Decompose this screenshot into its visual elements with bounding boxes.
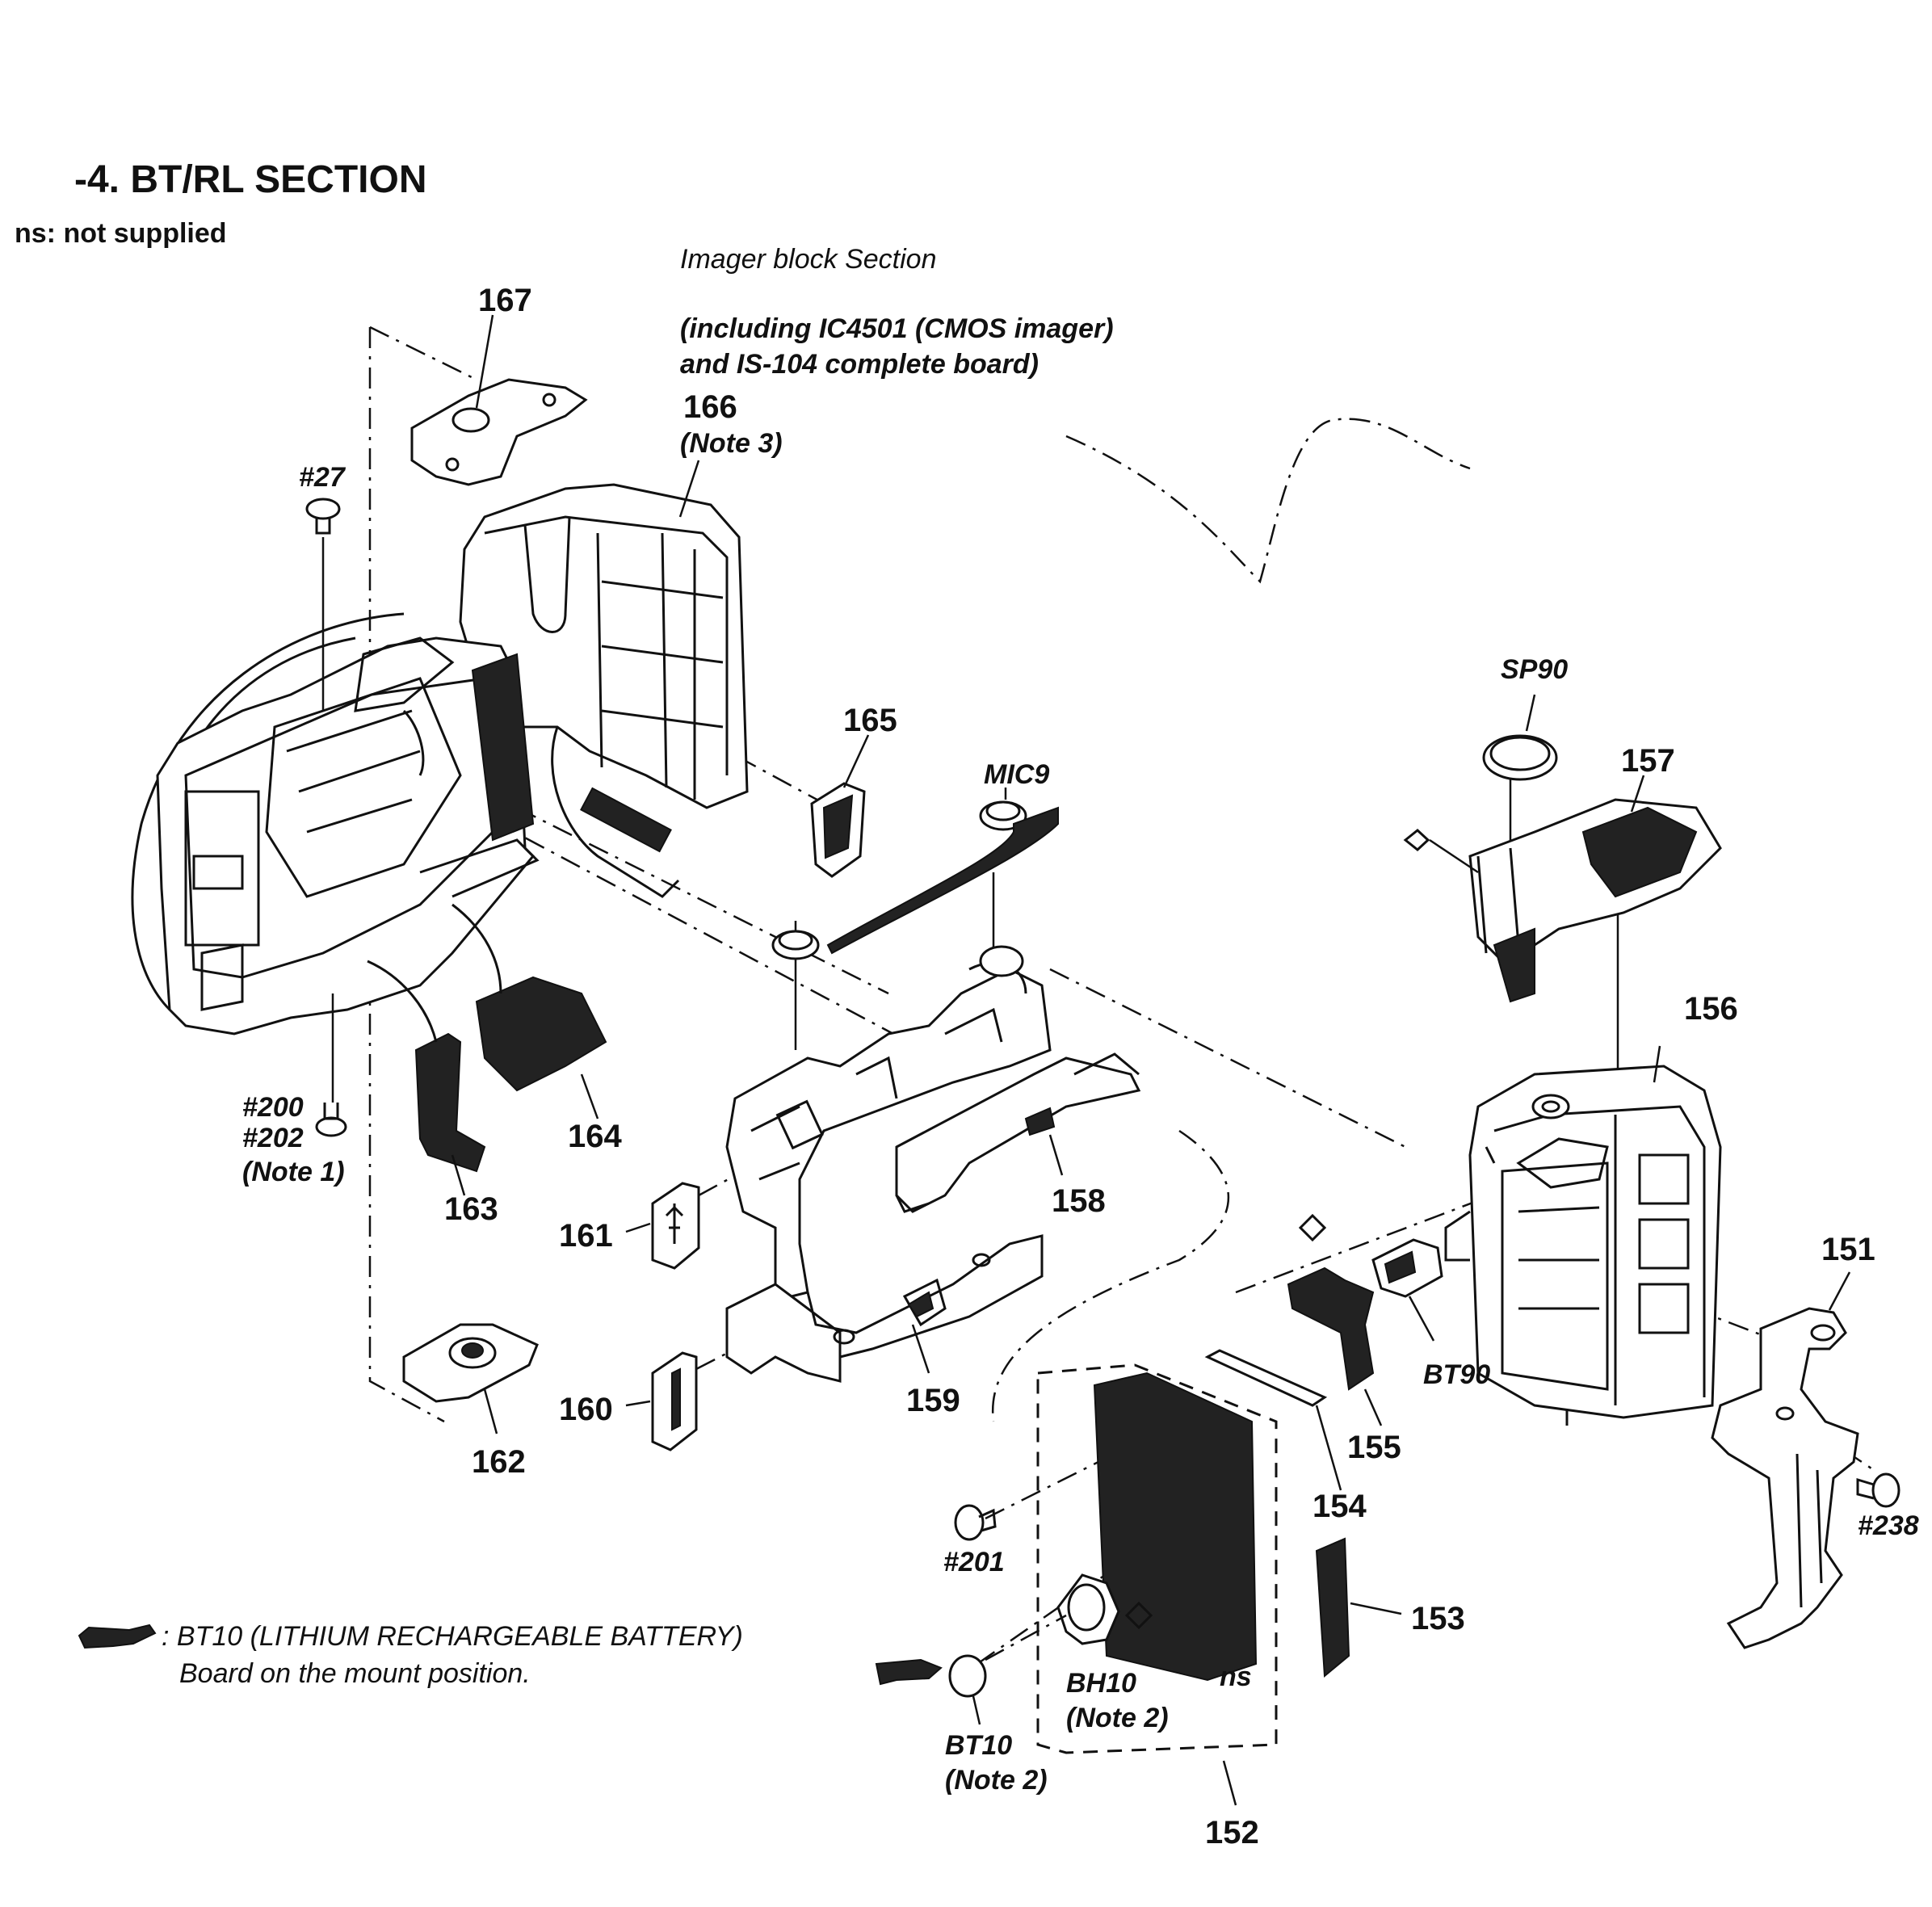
part-157	[1403, 775, 1722, 1003]
imager-caption-line1: Imager block Section	[680, 244, 937, 275]
label-ns: ns	[1220, 1661, 1252, 1692]
label-167: 167	[478, 283, 532, 318]
mic9-microphone	[771, 788, 1059, 960]
label-bt10: BT10	[945, 1730, 1012, 1761]
label-157: 157	[1621, 743, 1675, 779]
screw-27	[305, 498, 341, 711]
label-166-note3: (Note 3)	[680, 428, 783, 459]
bt10-battery	[875, 1614, 1067, 1725]
label-bt90: BT90	[1423, 1359, 1490, 1390]
label-158: 158	[1052, 1183, 1106, 1219]
part-153	[1315, 1537, 1402, 1678]
part-151-bracket	[1711, 1271, 1859, 1649]
label-screw-27: #27	[299, 462, 346, 493]
part-160	[625, 1339, 752, 1451]
label-screw-201: #201	[943, 1547, 1005, 1577]
label-bt10-note2: (Note 2)	[945, 1765, 1048, 1796]
label-154: 154	[1312, 1489, 1367, 1524]
part-161-usb-cover	[625, 1170, 744, 1270]
label-152: 152	[1205, 1815, 1259, 1850]
part-164	[452, 903, 607, 1119]
imager-caption-line3: and IS-104 complete board)	[680, 349, 1039, 380]
part-155	[1287, 1213, 1383, 1426]
section-title: -4. BT/RL SECTION	[74, 158, 426, 201]
label-note1: (Note 1)	[242, 1157, 345, 1187]
label-bh10-note2: (Note 2)	[1066, 1703, 1169, 1733]
label-164: 164	[568, 1119, 622, 1154]
part-167	[410, 314, 588, 486]
sp90-speaker	[1482, 694, 1558, 781]
label-screw-202: #202	[242, 1123, 304, 1153]
part-152-board	[1036, 1363, 1278, 1806]
label-151: 151	[1821, 1232, 1875, 1267]
part-165	[810, 734, 870, 878]
part-154	[1204, 1349, 1342, 1491]
imager-caption-line2: (including IC4501 (CMOS imager)	[680, 313, 1114, 344]
label-161: 161	[559, 1218, 613, 1254]
part-166-imager-frame	[459, 483, 749, 898]
bh10-battery-holder	[1056, 1573, 1153, 1645]
label-160: 160	[559, 1392, 613, 1427]
main-body-assembly	[131, 612, 540, 1035]
label-165: 165	[843, 703, 897, 738]
legend-line2: Board on the mount position.	[179, 1658, 531, 1689]
label-screw-238: #238	[1858, 1510, 1919, 1541]
central-frame	[725, 945, 1052, 1383]
label-162: 162	[472, 1444, 526, 1480]
screw-201	[954, 1504, 997, 1541]
not-supplied-note: ns: not supplied	[15, 218, 227, 249]
label-159: 159	[906, 1383, 960, 1418]
label-153: 153	[1411, 1601, 1465, 1636]
part-163	[367, 960, 486, 1196]
bt90-connector	[1371, 1238, 1443, 1342]
label-sp90: SP90	[1501, 654, 1568, 685]
screw-238	[1856, 1472, 1900, 1508]
part-158	[895, 1052, 1141, 1213]
screw-200-202	[315, 993, 347, 1137]
label-mic9: MIC9	[984, 759, 1049, 790]
pointing-hand-icon	[78, 1623, 157, 1649]
label-screw-200: #200	[242, 1092, 304, 1123]
part-156-chassis	[1444, 1045, 1722, 1426]
legend: : BT10 (LITHIUM RECHARGEABLE BATTERY) Bo…	[78, 1621, 743, 1689]
label-166: 166	[683, 389, 737, 425]
part-162	[402, 1323, 539, 1434]
label-163: 163	[444, 1191, 498, 1227]
label-156: 156	[1684, 991, 1738, 1027]
label-155: 155	[1347, 1430, 1401, 1465]
label-bh10: BH10	[1066, 1668, 1136, 1699]
legend-line1: : BT10 (LITHIUM RECHARGEABLE BATTERY)	[162, 1621, 743, 1652]
